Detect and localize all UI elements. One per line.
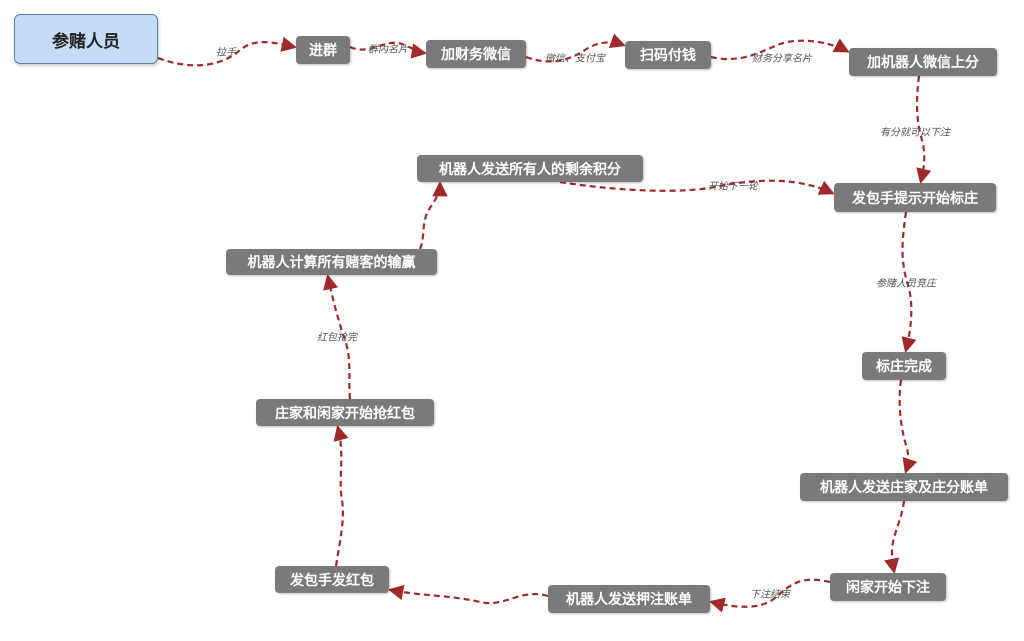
edge-addfin-to-pay [525,33,626,63]
edge-label-bet-end: 下注结束 [750,589,790,601]
edge-root-to-join [157,36,298,67]
node-bot-banker-bill: 机器人发送庄家及庄分账单 [800,473,1008,501]
edge-betbill-to-senderred [387,584,549,605]
edge-pay-to-addbot [710,38,850,61]
node-bot-bet-bill: 机器人发送押注账单 [548,585,710,613]
edge-label-grab-over: 红包抢完 [317,332,357,344]
node-add-bot-wechat: 加机器人微信上分 [849,48,997,76]
edge-playerbet-to-betbill [709,578,831,613]
root-node-gamblers: 参赌人员 [14,14,158,64]
node-players-bet: 闲家开始下注 [830,573,946,601]
node-scan-pay: 扫码付钱 [625,41,711,69]
edge-label-pull: 拉手 [216,47,236,59]
node-join-group: 进群 [296,36,350,64]
node-grab-red-packet: 庄家和闲家开始抢红包 [256,399,434,426]
edge-addbot-to-hint [915,75,932,185]
node-bot-remaining-points: 机器人发送所有人的剩余积分 [417,155,643,182]
node-add-finance-wechat: 加财务微信 [426,40,526,68]
edge-label-next-round: 开始下一轮 [708,181,758,193]
edge-calc-to-points [418,180,448,250]
edge-label-finance-share: 财务分享名片 [752,53,812,65]
edge-banker-to-botbill [898,379,918,474]
edge-botbill-to-playerbet [884,500,906,575]
edge-senderred-to-grab [333,425,349,567]
node-banker-done: 标庄完成 [862,352,946,380]
edge-hint-to-banker [901,211,917,353]
edge-grab-to-calc [323,273,352,400]
edge-label-players-compete: 参赌人员竞庄 [876,278,936,290]
edge-points-to-hint [559,179,835,195]
edge-label-group-card: 群内名片 [368,44,408,56]
edge-label-wechat-alipay: 微信、支付宝 [545,53,605,65]
edge-label-can-bet: 有分就可以下注 [880,127,950,139]
node-bot-calc: 机器人计算所有赌客的输赢 [226,249,437,275]
node-sender-hint-banker: 发包手提示开始标庄 [834,183,996,212]
node-sender-red-packet: 发包手发红包 [275,566,389,593]
edge-join-to-addfin [349,41,428,59]
